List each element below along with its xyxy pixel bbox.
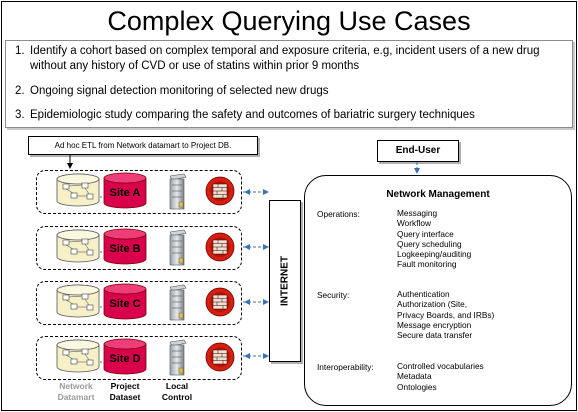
site-d-row [56,338,235,376]
datamart-cylinder-icon [56,229,100,263]
interoperability-items: Controlled vocabularies Metadata Ontolog… [397,361,484,392]
operations-label: Operations: [317,209,360,219]
operations-items: Messaging Workflow Query interface Query… [397,208,472,270]
server-icon [169,339,187,376]
site-a-row [56,172,235,210]
interoperability-label: Interoperability: [317,362,374,372]
firewall-icon [205,232,235,262]
use-case-text: Identify a cohort based on complex tempo… [30,45,540,72]
site-a-label: Site A [109,187,141,199]
site-b-label: Site B [109,243,141,255]
firewall-icon [205,176,235,206]
project-dataset-label: Project Dataset [109,381,141,402]
security-items: Authentication Authorization (Site, Priv… [397,289,495,341]
server-icon [169,173,187,210]
use-case-list: 1. Identify a cohort based on complex te… [5,40,573,128]
network-datamart-label: Network Datamart [57,381,95,402]
use-case-item: 3. Epidemiologic study comparing the saf… [15,108,563,123]
use-case-item: 1. Identify a cohort based on complex te… [15,44,563,73]
site-b-row [56,228,235,266]
site-c-row [56,283,235,321]
local-control-label: Local Control [161,381,193,402]
internet-label: INTERNET [279,256,291,306]
datamart-cylinder-icon [56,339,100,373]
datamart-cylinder-icon [56,173,100,207]
use-case-number: 1. [15,45,25,57]
network-management-panel: Network Management Operations: Messaging… [304,175,572,406]
datamart-cylinder-icon [56,284,100,318]
server-icon [169,284,187,321]
use-case-text: Epidemiologic study comparing the safety… [30,109,475,121]
firewall-icon [205,287,235,317]
security-label: Security: [317,290,350,300]
use-case-number: 2. [15,85,25,97]
use-case-text: Ongoing signal detection monitoring of s… [30,85,329,97]
site-c-label: Site C [109,298,141,310]
end-user-box: End-User [377,140,459,162]
etl-label-box: Ad hoc ETL from Network datamart to Proj… [28,136,258,155]
use-case-item: 2. Ongoing signal detection monitoring o… [15,84,563,99]
server-icon [169,229,187,266]
internet-box: INTERNET [269,200,301,362]
use-case-number: 3. [15,109,25,121]
network-management-title: Network Management [386,189,490,200]
site-d-label: Site D [109,353,141,365]
slide-title: Complex Querying Use Cases [107,6,471,36]
firewall-icon [205,342,235,372]
